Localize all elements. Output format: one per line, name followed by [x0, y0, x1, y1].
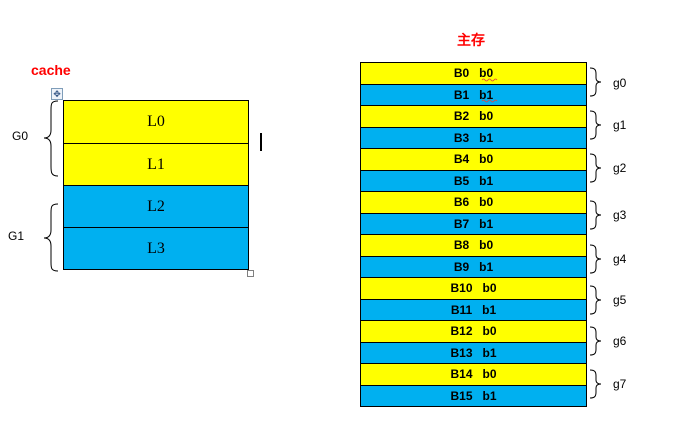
main-memory-table: B0 b0 B1 b1 B2 b0 B3 b1 B4 b0 B5 b1 B6 b…: [360, 62, 587, 407]
memory-group-brace: [589, 285, 602, 315]
cache-line: L0: [64, 101, 248, 144]
table-resize-handle[interactable]: [247, 270, 254, 277]
memory-block-row: B7 b1: [361, 213, 586, 235]
cache-title: cache: [31, 62, 71, 78]
memory-group-brace: [589, 200, 602, 230]
table-move-handle-icon[interactable]: ✥: [51, 88, 63, 100]
memory-group-label: g0: [613, 76, 627, 90]
memory-group-label: g2: [613, 161, 627, 175]
memory-group-label: g5: [613, 293, 627, 307]
cache-group-label: G0: [12, 129, 29, 143]
memory-group-brace: [589, 326, 602, 356]
memory-block-row: B10 b0: [361, 278, 586, 300]
cache-group-brace: [43, 100, 59, 177]
memory-group-label: g4: [613, 252, 627, 266]
memory-group-label: g3: [613, 208, 627, 222]
memory-group-label: g7: [613, 377, 627, 391]
memory-block-row: B12 b0: [361, 321, 586, 343]
memory-block-row: B1 b1: [361, 84, 586, 106]
memory-block-row: B4 b0: [361, 149, 586, 171]
memory-block-row: B0 b0: [361, 63, 586, 85]
memory-block-row: B14 b0: [361, 364, 586, 386]
memory-block-row: B3 b1: [361, 127, 586, 149]
memory-group-brace: [589, 369, 602, 399]
memory-group-label: g1: [613, 118, 627, 132]
memory-block-row: B15 b1: [361, 385, 586, 407]
memory-block-row: B2 b0: [361, 106, 586, 128]
cache-group-brace: [43, 203, 59, 272]
memory-group-brace: [589, 153, 602, 183]
cache-line: L2: [64, 186, 248, 228]
memory-block-row: B5 b1: [361, 170, 586, 192]
main-memory-title: 主存: [457, 32, 485, 48]
memory-block-row: B6 b0: [361, 192, 586, 214]
memory-group-brace: [589, 110, 602, 140]
cache-group-label: G1: [8, 229, 25, 243]
text-cursor: [260, 133, 262, 151]
memory-group-brace: [589, 244, 602, 274]
memory-group-label: g6: [613, 334, 627, 348]
memory-group-brace: [589, 67, 602, 97]
memory-block-row: B8 b0: [361, 235, 586, 257]
cache-table: L0 L1 L2 L3: [63, 100, 249, 270]
memory-block-row: B9 b1: [361, 256, 586, 278]
memory-block-row: B11 b1: [361, 299, 586, 321]
cache-line: L1: [64, 144, 248, 186]
cache-line: L3: [64, 228, 248, 270]
memory-block-row: B13 b1: [361, 342, 586, 364]
